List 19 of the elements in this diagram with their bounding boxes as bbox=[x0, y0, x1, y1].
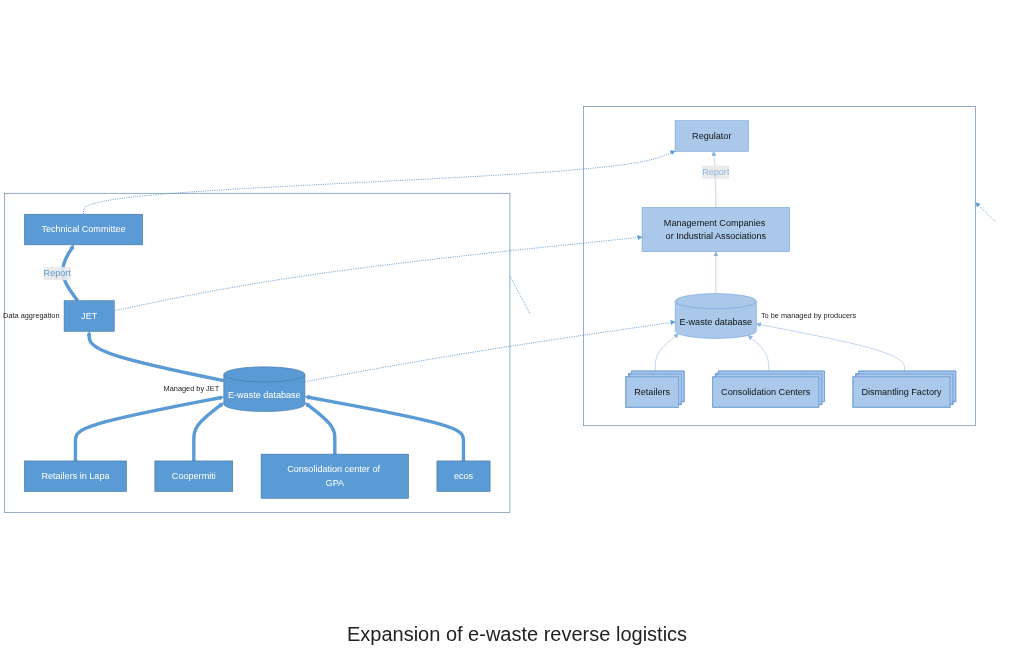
arrow bbox=[304, 402, 337, 455]
node-box: Management Companies or Industrial Associations bbox=[641, 207, 790, 252]
node-box: Coopermiti bbox=[154, 460, 234, 492]
arrow bbox=[192, 402, 224, 461]
arrow bbox=[86, 331, 225, 383]
node-box: Retailers in Lapa bbox=[24, 460, 127, 492]
cluster bbox=[4, 192, 511, 513]
node-box: Consolidation center of GPA bbox=[260, 453, 409, 499]
node-box: ecos bbox=[436, 460, 491, 492]
node-box: Technical Committee bbox=[24, 213, 143, 246]
cluster bbox=[583, 106, 976, 427]
arrow bbox=[73, 395, 224, 461]
arrow bbox=[304, 395, 466, 461]
edge-label: Report bbox=[702, 167, 730, 177]
node-box: Regulator bbox=[674, 120, 749, 152]
connector bbox=[509, 275, 531, 314]
note-text: Expansion of e-waste reverse logistics bbox=[346, 623, 688, 646]
node-box: JET bbox=[63, 300, 115, 332]
edge-label: Report bbox=[43, 268, 71, 279]
